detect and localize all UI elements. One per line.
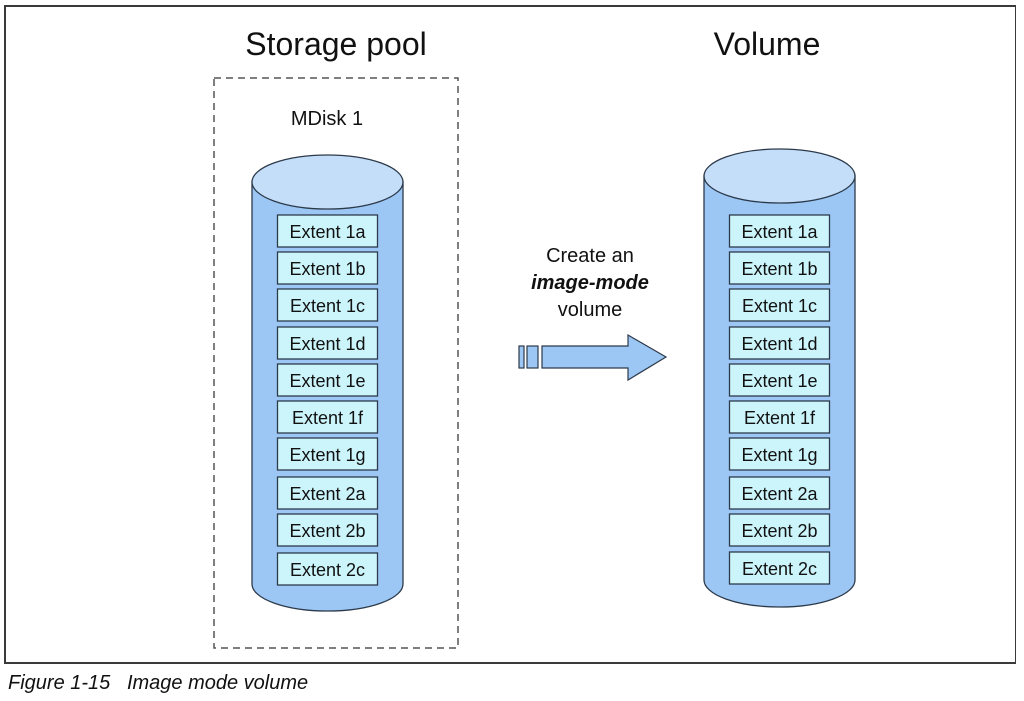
extent-block: Extent 2b bbox=[276, 513, 379, 547]
extent-box bbox=[276, 552, 379, 586]
extent-label: Extent 1c bbox=[742, 296, 817, 316]
extent-label: Extent 2a bbox=[289, 484, 366, 504]
storage-pool-box bbox=[213, 77, 459, 649]
extent-block: Extent 1f bbox=[276, 400, 379, 434]
figure-caption: Figure 1-15 Image mode volume bbox=[8, 672, 308, 695]
extent-label: Extent 2a bbox=[741, 484, 818, 504]
arrow-stripe bbox=[518, 345, 525, 369]
arrow-text-line3: volume bbox=[558, 299, 622, 321]
extent-box bbox=[276, 251, 379, 285]
figure-title: Image mode volume bbox=[126, 672, 309, 694]
extent-box bbox=[276, 513, 379, 547]
extent-box bbox=[728, 513, 831, 547]
storage-pool-title: Storage pool bbox=[245, 26, 426, 62]
extent-block: Extent 2b bbox=[728, 513, 831, 547]
extent-box bbox=[728, 251, 831, 285]
extent-label: Extent 1b bbox=[741, 259, 817, 279]
extent-label: Extent 2b bbox=[289, 521, 365, 541]
arrow-body bbox=[541, 333, 668, 382]
extent-label: Extent 1e bbox=[289, 371, 365, 391]
extent-label: Extent 1f bbox=[292, 408, 364, 428]
mdisk-label: MDisk 1 bbox=[291, 108, 363, 130]
extent-box bbox=[728, 326, 831, 360]
extent-box bbox=[276, 288, 379, 322]
extent-label: Extent 1c bbox=[290, 296, 365, 316]
extent-block: Extent 1g bbox=[728, 437, 831, 471]
extent-box bbox=[276, 214, 379, 248]
extent-block: Extent 1b bbox=[728, 251, 831, 285]
extent-block: Extent 1f bbox=[728, 400, 831, 434]
extent-block: Extent 2a bbox=[276, 476, 379, 510]
extent-box bbox=[728, 400, 831, 434]
extent-label: Extent 1f bbox=[744, 408, 816, 428]
extent-label: Extent 1d bbox=[741, 334, 817, 354]
extent-label: Extent 1e bbox=[741, 371, 817, 391]
extent-box bbox=[728, 551, 831, 585]
cylinder-top bbox=[703, 148, 856, 204]
extent-block: Extent 2c bbox=[728, 551, 831, 585]
extent-box bbox=[728, 437, 831, 471]
mdisk-cylinder: Extent 1a Extent 1b Extent 1c Extent 1d Exte… bbox=[251, 154, 404, 612]
cylinder-top bbox=[251, 154, 404, 210]
figure-number: Figure 1-15 bbox=[8, 672, 111, 694]
extent-label: Extent 1g bbox=[289, 445, 365, 465]
extent-box bbox=[276, 476, 379, 510]
extent-block: Extent 1a bbox=[728, 214, 831, 248]
volume-title: Volume bbox=[714, 26, 821, 62]
extent-block: Extent 1e bbox=[276, 363, 379, 397]
extent-block: Extent 1g bbox=[276, 437, 379, 471]
extent-block: Extent 1d bbox=[728, 326, 831, 360]
volume-cylinder: Extent 1a Extent 1b Extent 1c Extent 1d Exte… bbox=[703, 148, 856, 608]
extent-label: Extent 1d bbox=[289, 334, 365, 354]
extent-label: Extent 2b bbox=[741, 521, 817, 541]
arrow-text-line2: image-mode bbox=[531, 272, 649, 294]
extent-block: Extent 1e bbox=[728, 363, 831, 397]
extent-label: Extent 1g bbox=[741, 445, 817, 465]
extent-label: Extent 1b bbox=[289, 259, 365, 279]
extent-box bbox=[728, 288, 831, 322]
extent-box bbox=[276, 400, 379, 434]
extent-label: Extent 1a bbox=[289, 222, 366, 242]
extent-box bbox=[276, 437, 379, 471]
extent-box bbox=[728, 476, 831, 510]
extent-block: Extent 1c bbox=[276, 288, 379, 322]
extent-box bbox=[276, 326, 379, 360]
extent-label: Extent 2c bbox=[290, 560, 365, 580]
extent-block: Extent 1a bbox=[276, 214, 379, 248]
extent-label: Extent 2c bbox=[742, 559, 817, 579]
arrow-stripe bbox=[526, 345, 539, 369]
extent-block: Extent 2c bbox=[276, 552, 379, 586]
extent-box bbox=[276, 363, 379, 397]
extent-box bbox=[728, 363, 831, 397]
extent-box bbox=[728, 214, 831, 248]
extent-block: Extent 1c bbox=[728, 288, 831, 322]
extent-label: Extent 1a bbox=[741, 222, 818, 242]
right-arrow-icon bbox=[518, 333, 668, 382]
extent-block: Extent 1b bbox=[276, 251, 379, 285]
extent-block: Extent 2a bbox=[728, 476, 831, 510]
extent-block: Extent 1d bbox=[276, 326, 379, 360]
arrow-text-line1: Create an bbox=[546, 245, 634, 267]
